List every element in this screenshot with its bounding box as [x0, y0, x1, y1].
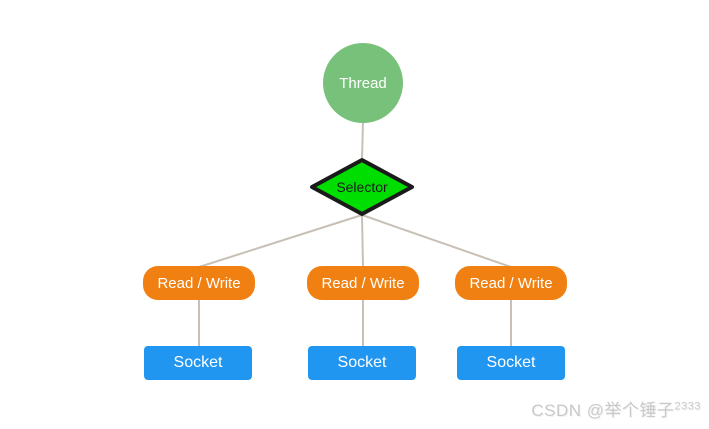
thread-node: Thread	[323, 43, 403, 123]
socket-label: Socket	[337, 354, 387, 371]
selector-label: Selector	[336, 179, 388, 195]
edge-thread-selector	[361, 121, 364, 159]
read-write-node-2: Read / Write	[307, 266, 419, 300]
watermark-text: CSDN @举个锤子	[531, 401, 675, 420]
read-write-label: Read / Write	[157, 274, 241, 292]
socket-node-1: Socket	[144, 346, 252, 380]
selector-diamond-shape	[310, 158, 414, 216]
read-write-node-1: Read / Write	[143, 266, 255, 300]
read-write-label: Read / Write	[469, 274, 553, 292]
edge-selector-rw3	[361, 214, 512, 268]
socket-node-2: Socket	[308, 346, 416, 380]
edge-selector-rw1	[198, 214, 363, 268]
socket-label: Socket	[173, 354, 223, 371]
watermark-superscript: 2333	[674, 400, 701, 413]
socket-label: Socket	[486, 354, 536, 371]
selector-node: Selector	[310, 158, 414, 216]
socket-node-3: Socket	[457, 346, 565, 380]
thread-label: Thread	[339, 74, 387, 92]
csdn-watermark: CSDN @举个锤子2333	[531, 396, 701, 421]
read-write-node-3: Read / Write	[455, 266, 567, 300]
read-write-label: Read / Write	[321, 274, 405, 292]
edge-selector-rw2	[361, 214, 364, 268]
